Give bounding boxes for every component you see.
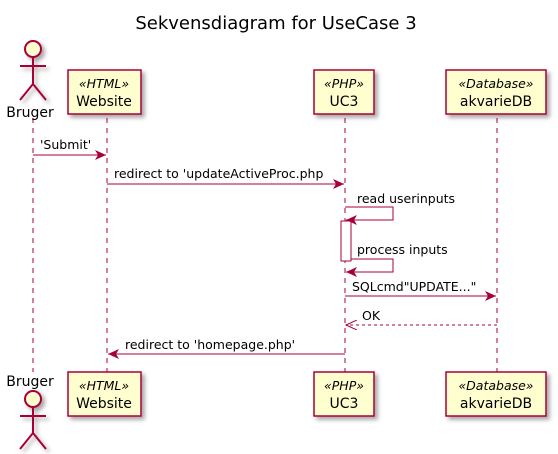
message-redirect-homepage: redirect to 'homepage.php' [108, 337, 345, 359]
actor-figure-icon [19, 40, 47, 101]
participant-name-akvariedb: akvarieDB [460, 94, 532, 110]
participant-akvariedb-bottom: «Database» akvarieDB [445, 371, 547, 417]
participant-name-uc3: UC3 [330, 94, 359, 110]
stereotype-uc3: «PHP» [324, 378, 364, 393]
participant-website-bottom: «HTML» Website [67, 371, 142, 417]
stereotype-website: «HTML» [79, 378, 129, 393]
participant-name-uc3: UC3 [330, 396, 359, 412]
message-ok: OK [346, 308, 497, 325]
participant-akvariedb-top: «Database» akvarieDB [445, 69, 547, 115]
message-submit: 'Submit' [33, 137, 106, 160]
message-sqlcmd: SQLcmd"UPDATE..." [345, 279, 496, 301]
message-process-inputs: process inputs [346, 242, 448, 277]
actor-name-bruger: Bruger [6, 105, 54, 121]
message-read-userinputs: read userinputs [345, 191, 455, 225]
participant-name-akvariedb: akvarieDB [460, 396, 532, 412]
actor-figure-icon [19, 390, 47, 450]
participant-name-website: Website [76, 94, 132, 110]
diagram-title: Sekvensdiagram for UseCase 3 [135, 13, 416, 34]
message-label: 'Submit' [40, 137, 91, 152]
participant-website-top: «HTML» Website [67, 69, 142, 115]
actor-bruger-bottom: Bruger [6, 374, 54, 450]
stereotype-website: «HTML» [79, 76, 129, 91]
actor-name-bruger: Bruger [6, 374, 54, 390]
participant-uc3-top: «PHP» UC3 [313, 69, 375, 115]
stereotype-akvariedb: «Database» [458, 378, 533, 393]
message-label: read userinputs [357, 191, 455, 206]
activation-bar-uc3 [340, 220, 352, 262]
message-label: redirect to 'homepage.php' [125, 337, 295, 352]
actor-bruger-top: Bruger [6, 40, 54, 121]
stereotype-akvariedb: «Database» [458, 76, 533, 91]
stereotype-uc3: «PHP» [324, 76, 364, 91]
message-label: OK [362, 308, 381, 323]
participant-name-website: Website [76, 396, 132, 412]
message-label: SQLcmd"UPDATE..." [352, 279, 476, 294]
message-label: process inputs [357, 242, 448, 257]
participant-uc3-bottom: «PHP» UC3 [313, 371, 375, 417]
message-label: redirect to 'updateActiveProc.php [114, 166, 323, 181]
message-redirect-update: redirect to 'updateActiveProc.php [107, 166, 344, 189]
